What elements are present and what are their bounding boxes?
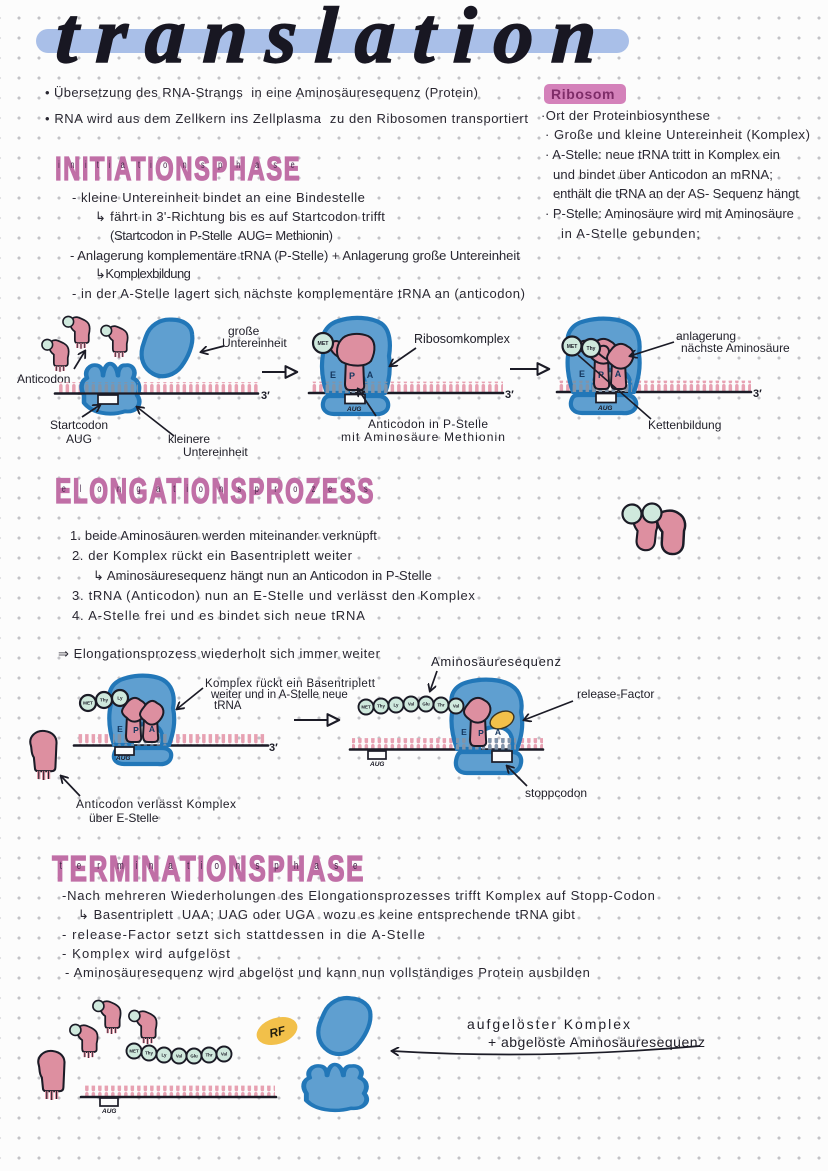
svg-text:Val: Val xyxy=(176,1054,182,1059)
svg-text:MET: MET xyxy=(361,705,371,710)
svg-text:AUG: AUG xyxy=(597,405,612,412)
svg-text:E: E xyxy=(330,370,336,380)
svg-text:MET: MET xyxy=(129,1049,139,1054)
svg-text:Ly: Ly xyxy=(117,696,123,701)
svg-text:Glu: Glu xyxy=(190,1054,198,1059)
svg-text:3′: 3′ xyxy=(505,389,514,401)
svg-text:A: A xyxy=(495,727,501,737)
svg-text:Val: Val xyxy=(453,704,459,709)
svg-text:A: A xyxy=(149,724,155,734)
svg-text:A: A xyxy=(367,370,374,380)
svg-text:Thy: Thy xyxy=(145,1051,153,1056)
svg-text:3′: 3′ xyxy=(269,742,278,754)
svg-text:MET: MET xyxy=(318,341,330,347)
svg-text:AUG: AUG xyxy=(369,761,384,768)
svg-text:MET: MET xyxy=(567,344,578,350)
svg-text:RF: RF xyxy=(268,1023,288,1041)
svg-text:P: P xyxy=(478,728,484,738)
svg-text:3′: 3′ xyxy=(753,388,762,400)
svg-text:Ly: Ly xyxy=(162,1053,168,1058)
svg-text:Val: Val xyxy=(408,702,414,707)
svg-text:E: E xyxy=(461,727,467,737)
svg-text:AUG: AUG xyxy=(115,755,130,762)
svg-text:Val: Val xyxy=(221,1052,227,1057)
svg-text:P: P xyxy=(133,725,139,735)
svg-text:MET: MET xyxy=(83,701,93,706)
svg-text:Thy: Thy xyxy=(587,346,596,352)
svg-text:Thr: Thr xyxy=(437,703,444,708)
svg-text:Ly: Ly xyxy=(394,703,400,708)
svg-text:Glu: Glu xyxy=(422,702,430,707)
svg-text:Thy: Thy xyxy=(377,704,385,709)
svg-text:3′: 3′ xyxy=(261,390,270,402)
svg-text:E: E xyxy=(117,724,123,734)
svg-text:E: E xyxy=(579,369,585,379)
svg-text:AUG: AUG xyxy=(101,1108,116,1115)
svg-text:P: P xyxy=(349,371,355,381)
svg-text:A: A xyxy=(615,369,622,379)
svg-text:Thr: Thr xyxy=(205,1053,212,1058)
svg-text:AUG: AUG xyxy=(346,406,361,413)
svg-text:Thy: Thy xyxy=(100,698,109,703)
